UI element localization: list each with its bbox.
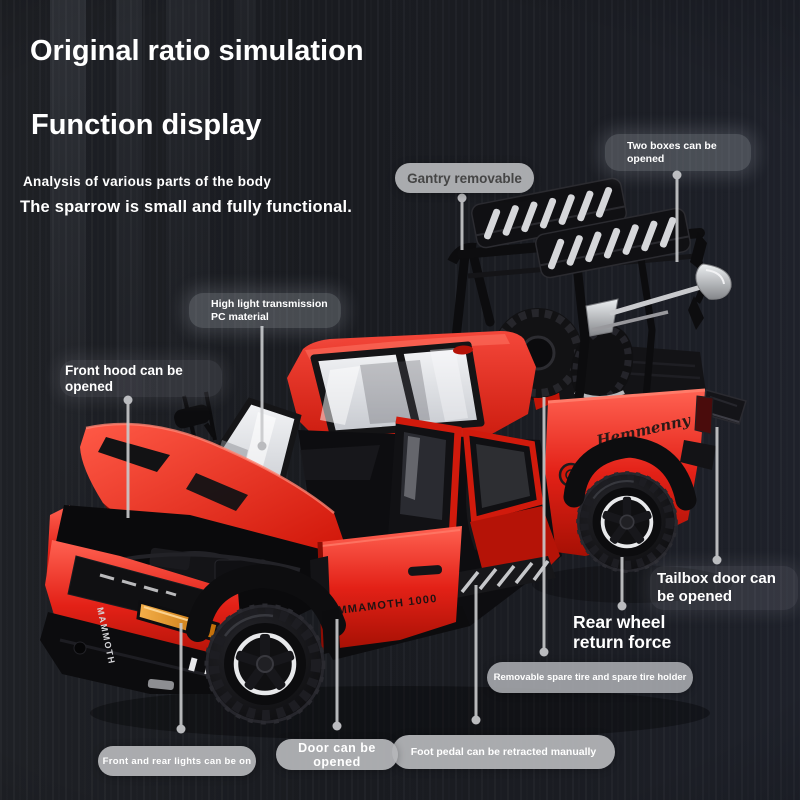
gantry-rack — [447, 177, 732, 414]
shovel-tool — [585, 263, 732, 337]
front-door-open: MMAMOTH 1000 — [310, 416, 462, 651]
leader-dot — [176, 724, 186, 734]
callout-lights: Front and rear lights can be on — [98, 746, 256, 776]
leader-dot — [123, 395, 133, 405]
grille-badge — [99, 573, 177, 597]
leader-dot — [672, 170, 682, 180]
callout-pc-material: High light transmission PC material — [189, 293, 341, 328]
antenna-fin — [453, 345, 473, 355]
side-mirror — [174, 404, 217, 438]
hood-vent — [98, 437, 170, 472]
tagline-analysis: Analysis of various parts of the body — [23, 174, 272, 189]
callout-foot-pedal: Foot pedal can be retracted manually — [392, 735, 615, 769]
rear-door-open — [462, 428, 560, 584]
callout-rear-wheel: Rear wheel return force — [573, 612, 672, 652]
callout-tailbox-door: Tailbox door can be opened — [650, 566, 798, 610]
rear-fender-flare — [563, 436, 697, 511]
leader-dot — [257, 441, 267, 451]
page-title: Original ratio simulation — [30, 35, 364, 67]
leader-dot — [332, 721, 342, 731]
callout-gantry-removable: Gantry removable — [395, 163, 534, 193]
rear-wheel — [576, 471, 678, 573]
leader-dot — [712, 555, 722, 565]
front-wheel — [204, 603, 326, 725]
callout-door: Door can be opened — [276, 739, 398, 770]
leader-dot — [539, 647, 549, 657]
leader-dot — [471, 715, 481, 725]
cargo-box-2 — [535, 207, 691, 279]
callout-spare-tire: Removable spare tire and spare tire hold… — [487, 662, 693, 693]
front-fender-flare — [186, 563, 346, 642]
callout-front-hood: Front hood can be opened — [60, 360, 222, 397]
callout-two-boxes: Two boxes can be opened — [605, 134, 751, 171]
front-bumper — [40, 612, 232, 694]
fog-light — [73, 641, 87, 655]
page-subtitle: Function display — [31, 109, 262, 141]
hood-vent — [186, 473, 248, 511]
rear-bumper — [680, 440, 716, 470]
ground-shadow-rear — [532, 565, 732, 603]
leader-dot — [457, 193, 467, 203]
door-handle — [408, 565, 443, 576]
tail-light — [694, 395, 714, 435]
tagline-sparrow: The sparrow is small and fully functiona… — [20, 198, 353, 216]
leader-dot — [617, 601, 627, 611]
cab-roof — [287, 331, 536, 462]
